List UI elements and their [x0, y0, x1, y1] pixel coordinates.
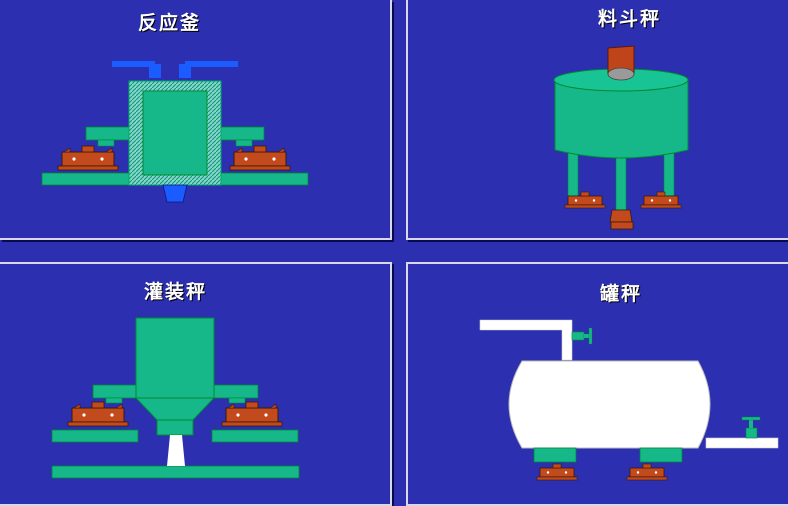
- reactor-title: 反应釜: [138, 12, 202, 34]
- load-cell-icon: [626, 463, 668, 481]
- valve-icon: [571, 327, 593, 345]
- scale-diagrams: [41, 45, 779, 481]
- pipe-icon: [479, 319, 573, 361]
- hopper-scale-diagram: [553, 45, 689, 230]
- valve-icon: [741, 416, 761, 439]
- panel-hopper-scale: [406, 0, 788, 240]
- pipe-icon: [112, 61, 238, 78]
- tank-scale-diagram: [479, 319, 779, 481]
- filling-scale-title: 灌装秤: [144, 281, 208, 303]
- load-cell-icon: [229, 145, 291, 171]
- load-cell-icon: [57, 145, 119, 171]
- hopper-scale-title: 料斗秤: [598, 8, 662, 30]
- load-cell-icon: [67, 401, 129, 427]
- panel-reactor: [0, 0, 392, 240]
- load-cell-icon: [221, 401, 283, 427]
- reactor-diagram: [41, 61, 309, 203]
- tank-scale-title: 罐秤: [600, 283, 643, 305]
- filling-scale-diagram: [51, 317, 300, 479]
- load-cell-icon: [536, 463, 578, 481]
- load-cell-icon: [640, 191, 682, 209]
